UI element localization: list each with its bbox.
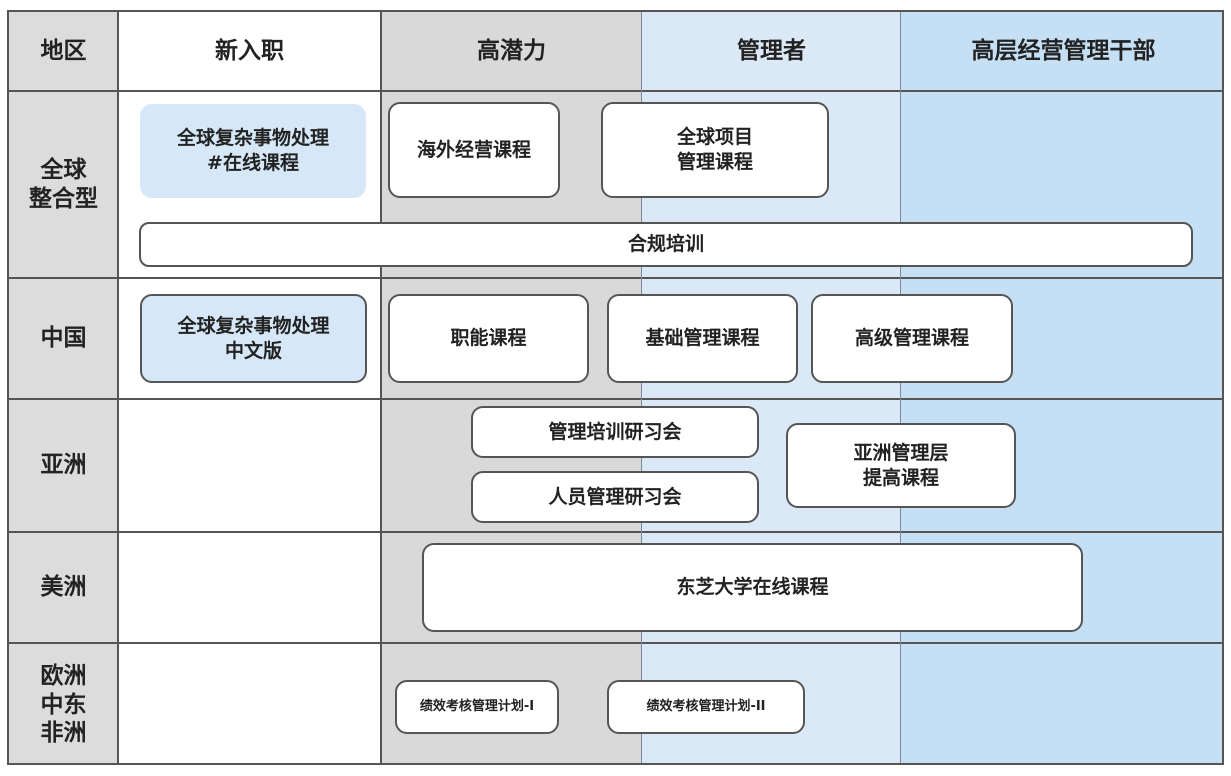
career-development-matrix: 地区 新入职 高潜力 管理者 高层经营管理干部 全球 整合型 中国 亚洲 美洲 …: [7, 10, 1224, 765]
region-asia: 亚洲: [9, 399, 118, 532]
region-emea: 欧洲 中东 非洲: [9, 643, 118, 763]
row-divider: [9, 90, 1222, 92]
header-executive: 高层经营管理干部: [971, 38, 1156, 65]
program-compliance: 合规培训: [139, 222, 1193, 267]
program-overseas-management: 海外经营课程: [388, 102, 560, 198]
header-manager: 管理者: [737, 38, 806, 65]
region-global: 全球 整合型: [9, 91, 118, 278]
row-divider: [9, 277, 1222, 279]
header-high-potential: 高潜力: [477, 38, 546, 65]
column-divider: [380, 12, 382, 763]
program-people-management-seminar: 人员管理研习会: [471, 471, 759, 523]
region-americas: 美洲: [9, 532, 118, 643]
program-global-project-management: 全球项目 管理课程: [601, 102, 829, 198]
program-performance-plan-1: 绩效考核管理计划-I: [395, 680, 559, 734]
column-divider: [900, 12, 901, 763]
program-global-complex-online: 全球复杂事物处理 #在线课程: [140, 104, 366, 198]
program-advanced-management: 高级管理课程: [811, 294, 1013, 383]
program-functional: 职能课程: [388, 294, 589, 383]
program-toshiba-university-online: 东芝大学在线课程: [422, 543, 1083, 632]
row-divider: [9, 531, 1222, 533]
row-divider: [9, 642, 1222, 644]
column-divider: [641, 12, 642, 763]
program-global-complex-chinese: 全球复杂事物处理 中文版: [140, 294, 367, 383]
program-asia-management-improvement: 亚洲管理层 提高课程: [786, 423, 1016, 508]
header-region: 地区: [9, 12, 118, 91]
program-basic-management: 基础管理课程: [607, 294, 798, 383]
column-divider: [117, 12, 119, 763]
header-new-hire: 新入职: [215, 38, 284, 65]
program-management-training-seminar: 管理培训研习会: [471, 406, 759, 458]
program-performance-plan-2: 绩效考核管理计划-II: [607, 680, 805, 734]
row-divider: [9, 398, 1222, 400]
region-china: 中国: [9, 278, 118, 399]
executive-column-bg: [901, 12, 1222, 763]
